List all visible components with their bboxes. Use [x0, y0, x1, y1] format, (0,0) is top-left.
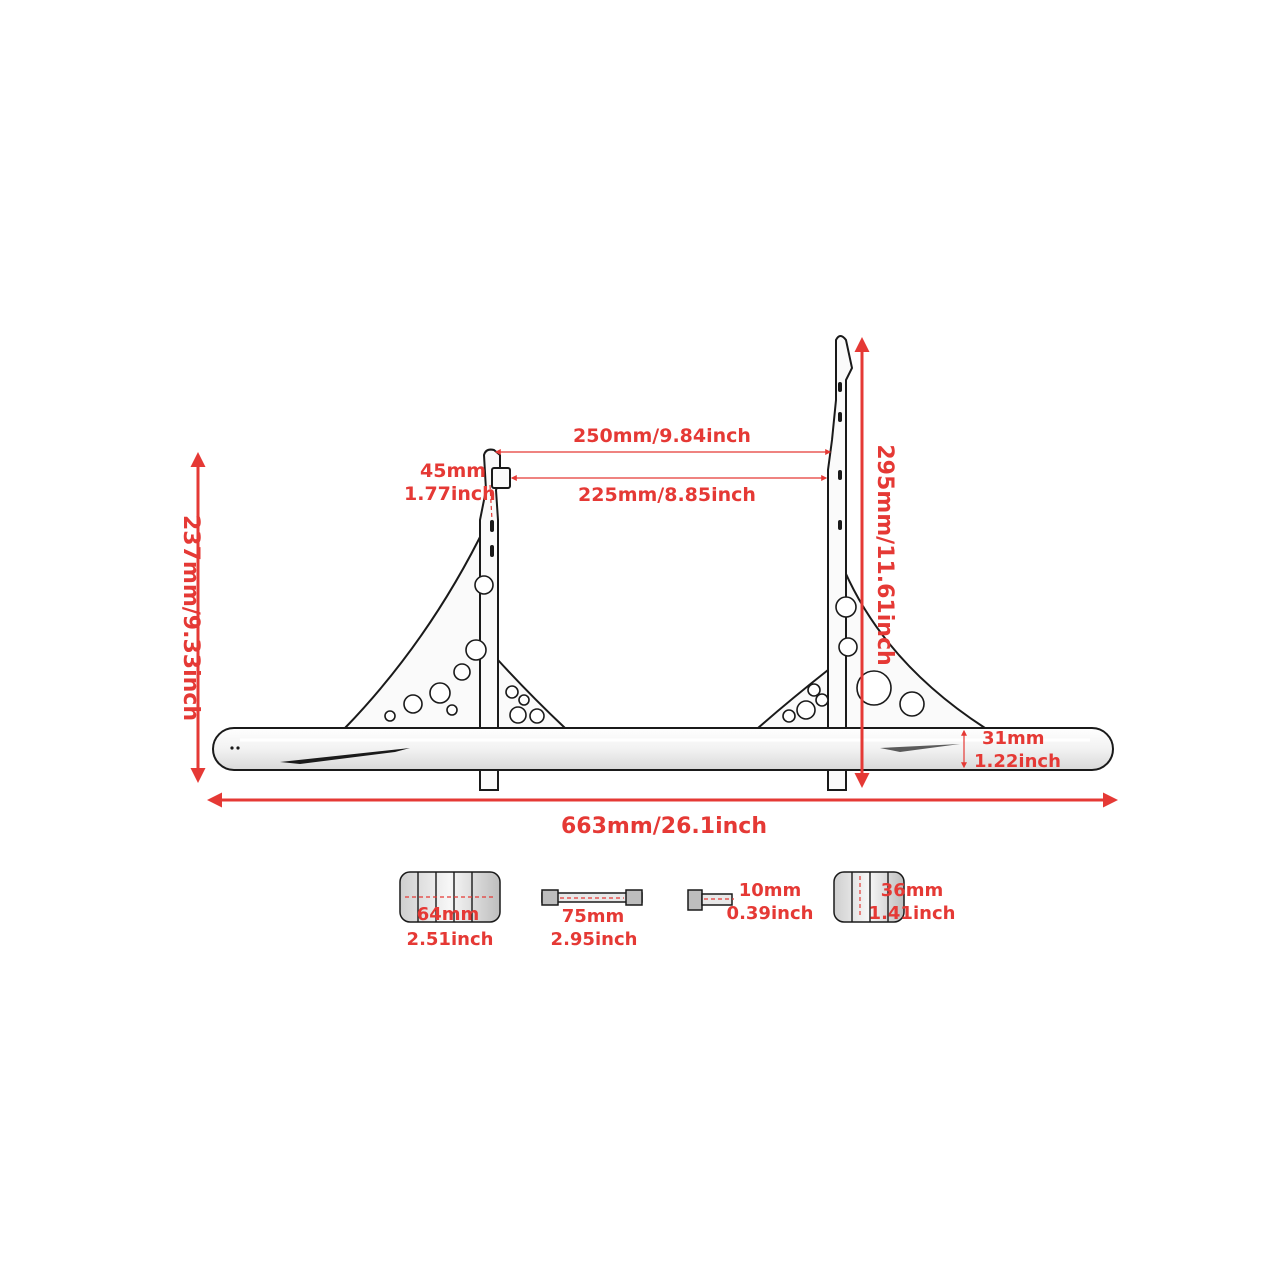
bolt-mm: 75mm	[562, 906, 625, 927]
tube-end-dot	[236, 746, 240, 750]
screw-mm: 10mm	[739, 880, 802, 901]
tube-reflection	[880, 744, 960, 752]
top-inner-label: 225mm/8.85inch	[578, 484, 756, 506]
rubber-bushing-short	[833, 871, 905, 923]
rubber-bushing-long	[399, 871, 501, 923]
crash-bar-drawing	[212, 335, 1114, 791]
bushing-short-inch: 1.41inch	[869, 903, 956, 924]
hardware-row: 64mm 2.51inch 75mm 2.95inch 10mm 0.39inc…	[399, 871, 956, 950]
tab-inch-label: 1.77inch	[404, 483, 496, 505]
long-bolt	[541, 889, 643, 906]
screw-inch: 0.39inch	[727, 903, 814, 924]
height-right-label: 295mm/11.61inch	[872, 444, 897, 665]
tab-arrow	[489, 484, 493, 521]
tube-inch-label: 1.22inch	[974, 751, 1061, 772]
left-upright	[479, 448, 501, 791]
dimension-lines	[190, 337, 1118, 808]
top-outer-label: 250mm/9.84inch	[573, 425, 751, 447]
short-screw	[687, 889, 734, 911]
upright-slots	[490, 382, 842, 557]
bushing-short-mm: 36mm	[881, 880, 944, 901]
bushing-long-mm: 64mm	[417, 904, 480, 925]
height-left-label: 237mm/9.33inch	[178, 515, 203, 721]
left-gusset-holes	[384, 575, 545, 724]
width-total-label: 663mm/26.1inch	[561, 814, 767, 839]
tube-reflection	[280, 748, 410, 764]
tube-mm-label: 31mm	[982, 728, 1045, 749]
bolt-inch: 2.95inch	[551, 929, 638, 950]
left-tab	[491, 467, 511, 489]
tube-end-dot	[230, 746, 234, 750]
right-upright	[827, 335, 854, 791]
tab-mm-label: 45mm	[420, 460, 486, 482]
bushing-long-inch: 2.51inch	[407, 929, 494, 950]
